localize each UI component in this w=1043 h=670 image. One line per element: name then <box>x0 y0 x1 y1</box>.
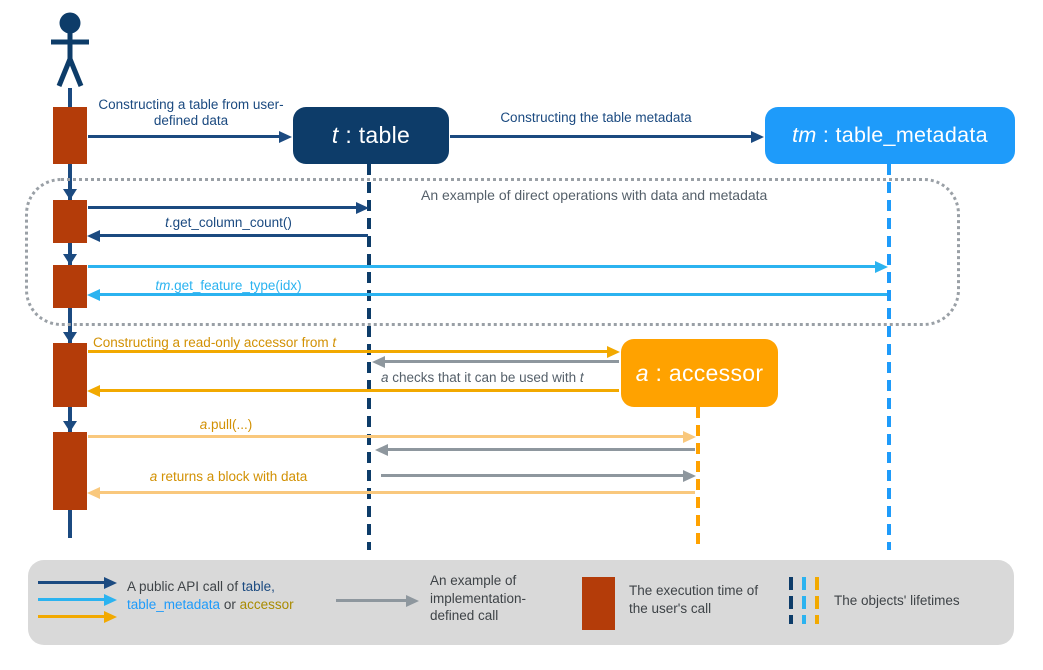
legend-lifetime-dash-table-metadata <box>802 577 806 624</box>
legend-execution-text: The execution time of the user's call <box>629 583 759 616</box>
arrow-get-feature-type <box>88 260 888 273</box>
arrow-construct-accessor <box>88 345 620 358</box>
legend-impl-call-text: An example of implementation-defined cal… <box>430 573 527 624</box>
legend-api-call-text: A public API call of table, table_metada… <box>127 579 294 612</box>
arrow-get-column-count <box>88 201 369 214</box>
legend-arrow-table-metadata <box>38 593 117 606</box>
direct-operations-group <box>25 178 960 326</box>
object-box-accessor: a : accessor <box>621 339 778 407</box>
lifeline-arrowhead <box>63 332 77 343</box>
arrow-pull-return <box>87 486 695 499</box>
arrow-get-column-count-return <box>87 229 368 242</box>
label-get-column-count: t.get_column_count() <box>165 215 292 230</box>
legend-lifetimes-text: The objects' lifetimes <box>834 593 960 608</box>
activation-bar <box>53 265 87 308</box>
lifeline-arrowhead <box>63 421 77 432</box>
activation-bar <box>53 343 87 407</box>
label-construct-metadata: Constructing the table metadata <box>500 110 692 125</box>
arrow-impl-call <box>375 443 695 456</box>
activation-bar <box>53 432 87 510</box>
accessor-lifeline <box>696 407 700 550</box>
legend-arrow-table <box>38 576 117 589</box>
table-metadata-lifeline <box>887 164 891 550</box>
label-get-feature-type: tm.get_feature_type(idx) <box>155 278 302 293</box>
legend-arrow-impl <box>336 594 419 607</box>
direct-operations-note: An example of direct operations with dat… <box>421 187 768 203</box>
activation-bar <box>53 107 87 164</box>
label-accessor-checks: a checks that it can be used with t <box>381 370 584 385</box>
arrow-accessor-checks <box>372 355 619 368</box>
lifeline-arrowhead <box>63 254 77 265</box>
legend-lifetime-dash-table <box>789 577 793 624</box>
legend-arrow-accessor <box>38 610 117 623</box>
lifeline-arrowhead <box>63 189 77 200</box>
arrow-get-feature-type-return <box>87 288 887 301</box>
object-box-table: t : table <box>293 107 449 164</box>
user-actor-icon <box>51 12 89 87</box>
arrow-construct-table <box>88 130 292 143</box>
arrow-construct-metadata <box>450 130 764 143</box>
table-lifeline <box>367 164 371 550</box>
activation-bar <box>53 200 87 243</box>
legend-execution-rect <box>582 577 615 630</box>
actor-lifeline <box>68 88 72 538</box>
arrow-construct-accessor-return <box>87 384 619 397</box>
arrow-pull <box>88 430 696 443</box>
legend-panel <box>28 560 1014 645</box>
label-returns-block: a returns a block with data <box>149 469 308 484</box>
label-pull: a.pull(...) <box>199 417 253 432</box>
label-construct-table: Constructing a table from user-defined d… <box>98 97 284 129</box>
arrow-impl-return <box>381 469 696 482</box>
object-box-table-metadata: tm : table_metadata <box>765 107 1015 164</box>
legend-lifetime-dash-accessor <box>815 577 819 624</box>
label-construct-accessor: Constructing a read-only accessor from t <box>93 335 337 350</box>
